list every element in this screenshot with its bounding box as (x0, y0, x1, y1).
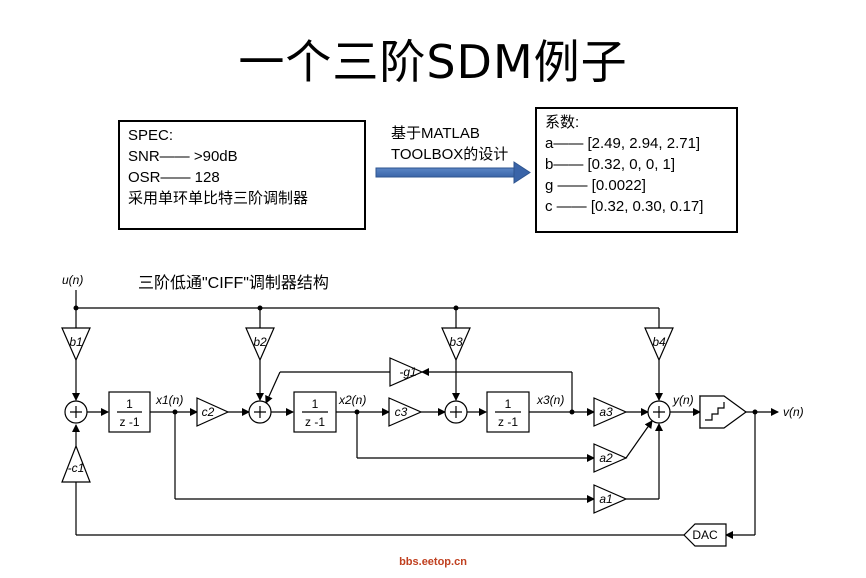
label-a3: a3 (599, 405, 613, 419)
label-x1: x1(n) (155, 393, 183, 407)
integrator-2-den: z -1 (305, 415, 325, 429)
label-c2: c2 (202, 405, 215, 419)
label-c3: c3 (395, 405, 408, 419)
spec-note: 采用单环单比特三阶调制器 (128, 190, 309, 207)
arrow-label-line2: TOOLBOX的设计 (391, 146, 509, 163)
coef-b: b—— [0.32, 0, 0, 1] (545, 156, 676, 173)
label-b1: b1 (69, 335, 82, 349)
label-input: u(n) (62, 273, 83, 287)
label-output: v(n) (783, 405, 804, 419)
design-flow-arrow (375, 161, 531, 184)
coefficient-box: 系数: a—— [2.49, 2.94, 2.71] b—— [0.32, 0,… (535, 107, 738, 233)
label-a1: a1 (599, 492, 612, 506)
integrator-3-num: 1 (505, 397, 512, 411)
integrator-1-num: 1 (126, 397, 133, 411)
label-a2: a2 (599, 451, 613, 465)
design-arrow-label: 基于MATLAB TOOLBOX的设计 (391, 123, 508, 165)
gain-c1 (61, 444, 91, 483)
label-x2: x2(n) (338, 393, 366, 407)
integrator-2-num: 1 (312, 397, 319, 411)
coef-a: a—— [2.49, 2.94, 2.71] (545, 135, 701, 152)
gain-a3 (593, 397, 628, 427)
gain-b3 (441, 327, 471, 362)
summer-2 (248, 400, 272, 424)
spec-heading: SPEC: (128, 127, 174, 144)
watermark: bbs.eetop.cn (399, 556, 467, 568)
spec-snr: SNR—— >90dB (128, 148, 238, 165)
label-c1: -c1 (68, 461, 85, 475)
coef-heading: 系数: (545, 114, 580, 131)
label-b3: b3 (449, 335, 463, 349)
summer-3 (444, 400, 468, 424)
label-b2: b2 (253, 335, 267, 349)
gain-c3 (388, 397, 423, 427)
coef-g: g —— [0.0022] (545, 177, 646, 194)
label-x3: x3(n) (536, 393, 564, 407)
gain-b4 (644, 327, 674, 362)
diagram-caption: 三阶低通"CIFF"调制器结构 (138, 274, 329, 292)
gain-a2 (593, 443, 628, 473)
gain-g1 (389, 357, 424, 387)
slide-title: 一个三阶SDM例子 (238, 35, 628, 89)
arrow-label-line1: 基于MATLAB (391, 125, 480, 142)
gain-c2 (196, 397, 230, 427)
dac-block (683, 523, 727, 547)
coef-c: c —— [0.32, 0.30, 0.17] (545, 198, 704, 215)
spec-osr: OSR—— 128 (128, 169, 220, 186)
label-y: y(n) (672, 393, 694, 407)
summer-1 (64, 400, 88, 424)
label-g1: -g1 (399, 365, 416, 379)
gain-a1 (593, 484, 628, 514)
quantizer (699, 395, 748, 429)
gain-b2 (245, 327, 275, 362)
integrator-1-den: z -1 (119, 415, 139, 429)
label-dac: DAC (692, 528, 718, 542)
spec-box: SPEC: SNR—— >90dB OSR—— 128 采用单环单比特三阶调制器 (118, 120, 366, 230)
gain-b1 (61, 327, 91, 362)
label-b4: b4 (652, 335, 666, 349)
integrator-3-den: z -1 (498, 415, 518, 429)
summer-output (647, 400, 671, 424)
